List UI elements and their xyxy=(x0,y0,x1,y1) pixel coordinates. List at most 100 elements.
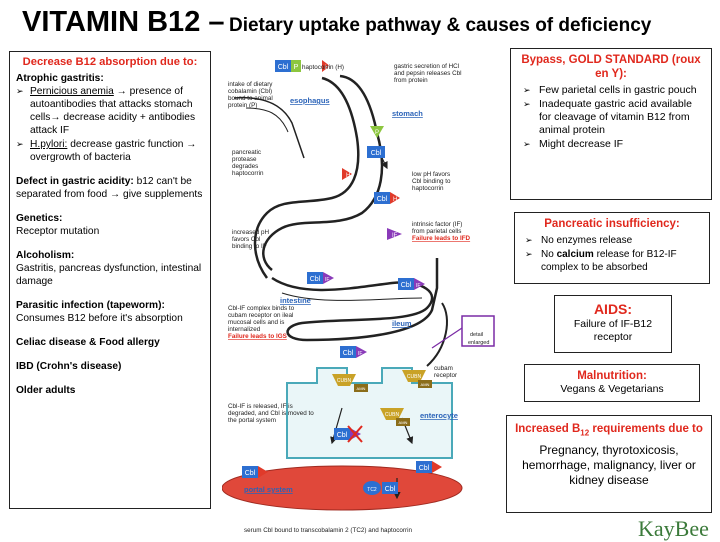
p-label: P xyxy=(294,64,299,71)
amn-label: AMN xyxy=(357,386,366,391)
cbl-label: Cbl xyxy=(337,432,348,439)
aids-box: AIDS: Failure of IF-B12 receptor xyxy=(554,295,672,353)
cubn-receptor-3: CUBN AMN xyxy=(380,408,410,426)
cubn-receptor-1: CUBN AMN xyxy=(332,374,368,392)
genetics-section: Genetics:Receptor mutation xyxy=(16,212,204,238)
increased-heading-post: requirements due to xyxy=(589,423,703,435)
increased-heading-sub: 12 xyxy=(580,428,590,438)
cubn-label: CUBN xyxy=(407,374,422,380)
increased-heading-pre: Increased B xyxy=(515,423,581,435)
p-label: P xyxy=(375,130,379,136)
intake-line4: protein (P) xyxy=(228,102,257,109)
list-item: Pernicious anemia → presence of autoanti… xyxy=(16,85,204,137)
haptocorrin-label: haptocorrin (H) xyxy=(302,64,344,71)
genetics-text: Receptor mutation xyxy=(16,226,100,237)
increased-heading: Increased B12 requirements due to xyxy=(511,422,707,440)
cbl-tag: Cbl xyxy=(367,146,385,158)
cbl-label: Cbl xyxy=(401,282,412,289)
amn-label: AMN xyxy=(399,420,408,425)
cubn-label: CUBN xyxy=(337,378,352,384)
cbl-label: Cbl xyxy=(419,465,430,472)
bypass-list: Few parietal cells in gastric pouch Inad… xyxy=(517,84,705,151)
title-main: VITAMIN B12 – xyxy=(22,6,225,38)
parasitic-section: Parasitic infection (tapeworm): Consumes … xyxy=(16,299,204,325)
cbl-label: Cbl xyxy=(371,150,382,157)
list-item: No calcium release for B12-IF complex to… xyxy=(525,248,705,274)
pernicious-term: Pernicious anemia xyxy=(30,86,114,97)
cubn-label: CUBN xyxy=(385,412,400,418)
hpylori-text: decrease gastric function → overgrowth o… xyxy=(30,139,197,163)
cblif-line3: mucosal cells and is xyxy=(228,319,284,326)
protease-line4: haptocorrin xyxy=(232,170,264,177)
cbl-label: Cbl xyxy=(343,350,354,357)
increased-text: Pregnancy, thyrotoxicosis, hemorrhage, m… xyxy=(522,443,696,488)
if-label: IF xyxy=(416,283,420,289)
protease-line3: degrades xyxy=(232,163,258,170)
stomach-label: stomach xyxy=(392,109,423,118)
tc2-label: TC2 xyxy=(367,487,377,493)
list-item: No enzymes release xyxy=(525,234,705,247)
serum-label: serum Cbl bound to transcobalamin 2 (TC2… xyxy=(244,527,413,534)
detail-line2: enlarged xyxy=(468,340,489,346)
atrophic-gastritis-section: Atrophic gastritis: Pernicious anemia → … xyxy=(16,72,204,164)
calcium-post: release for B12-IF complex to be absorbe… xyxy=(541,249,677,273)
released-line1: Cbl-IF is released, IF is xyxy=(228,403,293,410)
cbl-h-portal-1: Cbl xyxy=(242,466,268,478)
cbl-label: Cbl xyxy=(385,486,396,493)
parasitic-text: Consumes B12 before it's absorption xyxy=(16,313,183,324)
calcium-term: calcium xyxy=(556,249,594,260)
cbl-label: Cbl xyxy=(310,276,321,283)
detail-line1: detail xyxy=(470,332,483,338)
increased-ph-line3: binding to IF xyxy=(232,243,267,250)
decrease-absorption-box: Decrease B12 absorption due to: Atrophic… xyxy=(9,51,211,509)
intake-line2: cobalamin (Cbl) xyxy=(228,88,272,95)
cbl-p-complex: Cbl P xyxy=(275,60,301,72)
cbl-if-complex-3: Cbl IF xyxy=(340,346,367,358)
parasitic-title: Parasitic infection (tapeworm): xyxy=(16,300,165,311)
if-tag: IF xyxy=(387,228,402,240)
increased-ph-line2: favors Cbl xyxy=(232,236,260,243)
celiac-title: Celiac disease & Food allergy xyxy=(16,337,160,348)
h-label: H xyxy=(325,65,329,71)
intestine-label: intestine xyxy=(280,296,311,305)
if-label: IF xyxy=(325,277,329,283)
h-label: H xyxy=(393,197,397,203)
intake-line1: intake of dietary xyxy=(228,81,273,88)
esophagus-label: esophagus xyxy=(290,96,330,105)
pancreatic-list: No enzymes release No calcium release fo… xyxy=(519,234,705,274)
if-label: IF xyxy=(392,233,398,239)
failure-igs-label: Failure leads to IGS xyxy=(228,333,287,340)
page-title: VITAMIN B12 – Dietary uptake pathway & c… xyxy=(22,6,712,39)
failure-ifd-label: Failure leads to IFD xyxy=(412,235,471,242)
cbl-if-complex-1: Cbl IF xyxy=(307,272,334,284)
gastric-line2: and pepsin releases Cbl xyxy=(394,70,462,77)
lowph-line2: Cbl binding to xyxy=(412,178,451,185)
bypass-heading: Bypass, GOLD STANDARD (roux en Y): xyxy=(521,54,701,80)
cblif-line1: Cbl-IF complex binds to xyxy=(228,305,295,312)
enterocyte-shape xyxy=(286,367,453,459)
h-tag: H xyxy=(342,168,352,180)
pernicious-text: → presence of autoantibodies that attack… xyxy=(30,86,196,136)
tc2-cbl-complex: TC2 Cbl xyxy=(363,481,398,495)
lowph-line1: low pH favors xyxy=(412,171,450,178)
h-label: H xyxy=(346,173,350,179)
amn-label: AMN xyxy=(421,382,430,387)
increased-ph-line1: increased pH xyxy=(232,229,270,236)
gastric-line1: gastric secretion of HCl xyxy=(394,63,459,70)
celiac-section: Celiac disease & Food allergy xyxy=(16,336,204,349)
protease-line2: protease xyxy=(232,156,257,163)
cbl-label: Cbl xyxy=(245,470,256,477)
released-line3: the portal system xyxy=(228,417,276,424)
bypass-box: Bypass, GOLD STANDARD (roux en Y): Few p… xyxy=(510,48,712,200)
cblif-line4: internalized xyxy=(228,326,261,333)
cubam-line1: cubam xyxy=(434,365,453,372)
acidity-section: Defect in gastric acidity: b12 can't be … xyxy=(16,175,204,201)
p-tag: P xyxy=(370,126,384,138)
pancreatic-box: Pancreatic insufficiency: No enzymes rel… xyxy=(514,212,710,284)
pancreatic-heading: Pancreatic insufficiency: xyxy=(544,218,680,230)
alcoholism-section: Alcoholism:Gastritis, pancreas dysfuncti… xyxy=(16,249,204,288)
if-label: IF xyxy=(358,351,362,357)
aids-heading: AIDS: xyxy=(593,301,633,317)
ibd-title: IBD (Crohn's disease) xyxy=(16,361,122,372)
